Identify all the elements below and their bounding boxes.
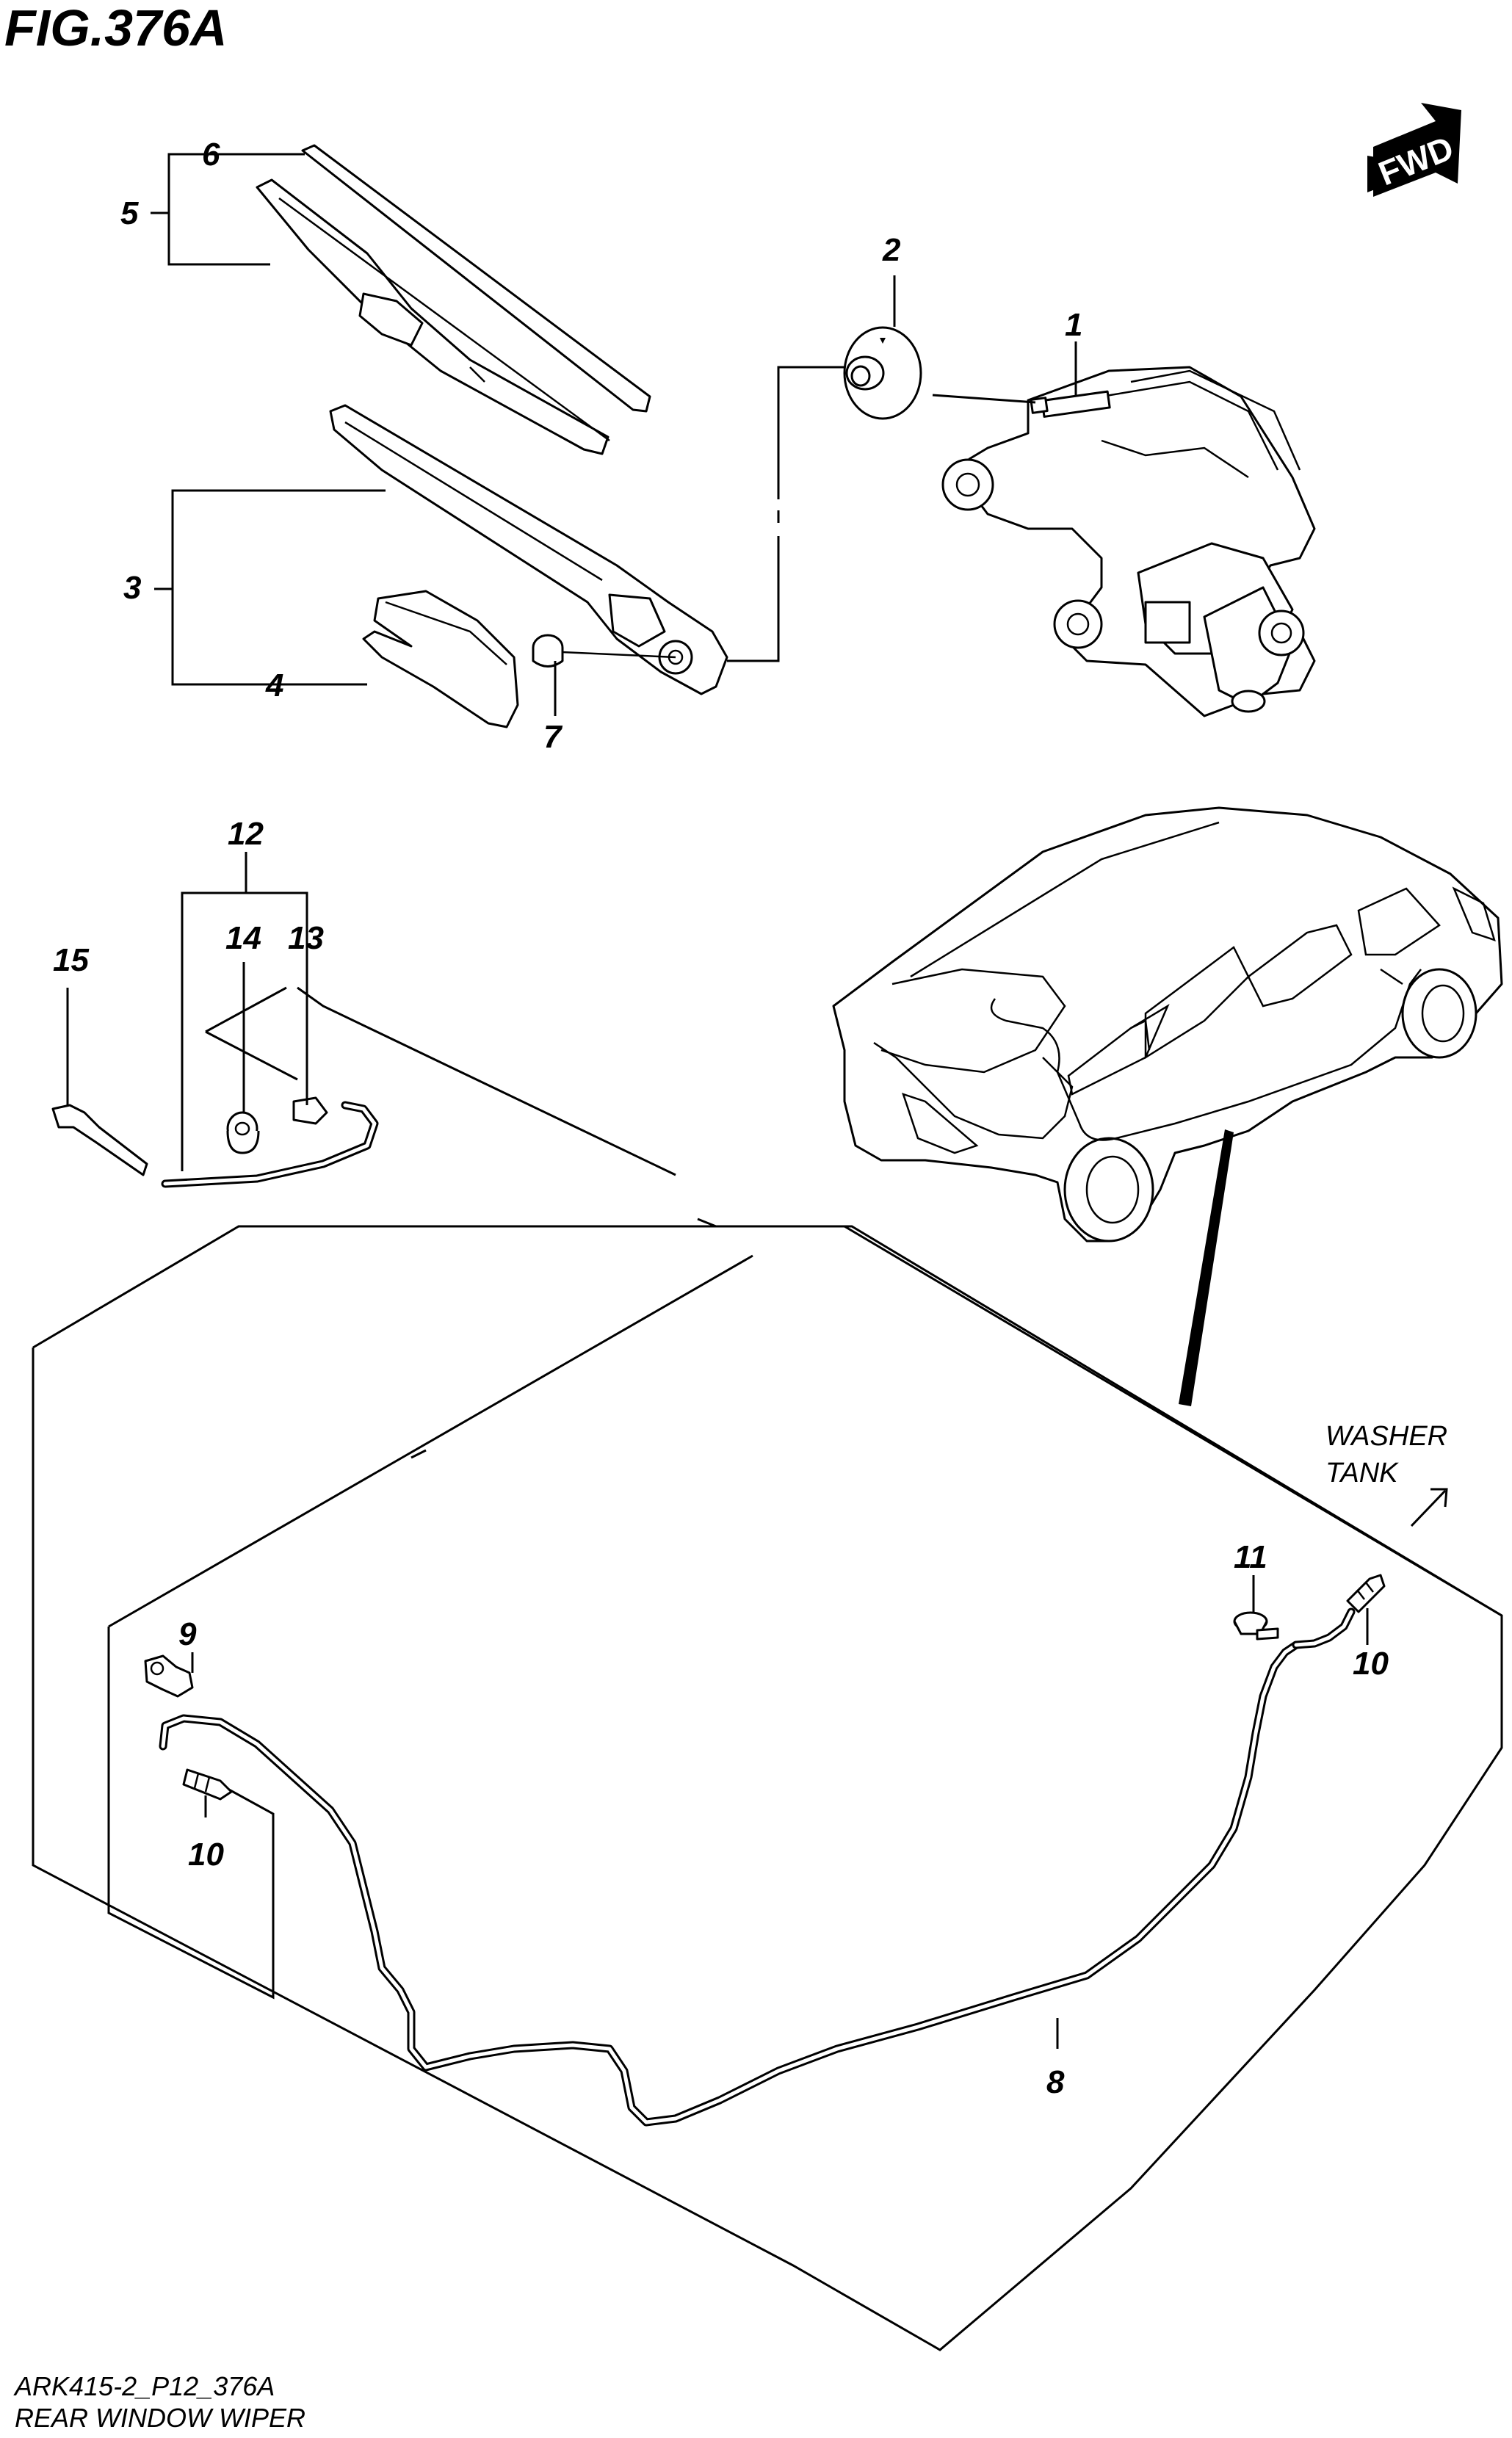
hose-joint-left [182,1768,233,1801]
hose-joint-right [1346,1574,1386,1613]
wiper-motor [941,366,1316,717]
figure-code: ARK415-2_P12_376A [13,2371,275,2401]
callout-11: 11 [1234,1539,1267,1575]
wiper-blade [256,144,651,455]
callout-13: 13 [288,920,324,956]
callout-8: 8 [1046,2064,1065,2100]
detail-pointer [1179,1129,1234,1406]
callout-1: 1 [1065,307,1082,343]
washer-note-line2: TANK [1325,1458,1399,1489]
hose-grommet-clip [1233,1611,1279,1641]
washer-hose [159,1641,1301,2127]
callout-10-left: 10 [188,1837,224,1873]
wiper-cap [362,590,519,728]
callout-5: 5 [120,195,139,231]
callout-10-right: 10 [1353,1646,1389,1682]
fwd-arrow-icon: FWD [1367,103,1461,197]
figure-title: FIG.376A [4,0,227,57]
hose-clip [144,1654,194,1698]
washer-tank-arrow-icon [1410,1488,1448,1527]
callout-12: 12 [228,816,264,852]
callout-7: 7 [543,719,563,755]
callout-2: 2 [882,232,901,268]
callout-15: 15 [53,942,89,978]
callout-14: 14 [225,920,261,956]
leader-3-bracket [171,489,386,686]
figure-name: REAR WINDOW WIPER [15,2403,305,2433]
callout-4: 4 [265,668,283,703]
wiper-grommet [843,326,922,420]
wiper-arm [329,404,728,695]
washer-hose-inner [161,1643,1298,2124]
grommet-bracket-line-lower [727,536,780,662]
grommet-bracket-line [777,366,844,499]
nozzle-subassembly [51,986,676,1188]
washer-hose-right-tail-inner [1294,1610,1353,1647]
washer-note-line1: WASHER [1325,1421,1447,1452]
leader-12-bracket [181,891,308,1171]
callout-3: 3 [123,570,141,606]
hose-detail-panel [32,1218,1503,2351]
callout-9: 9 [178,1616,197,1652]
callout-6: 6 [202,137,220,173]
motor-shaft-line [932,394,1036,404]
car-illustration [832,806,1503,1242]
